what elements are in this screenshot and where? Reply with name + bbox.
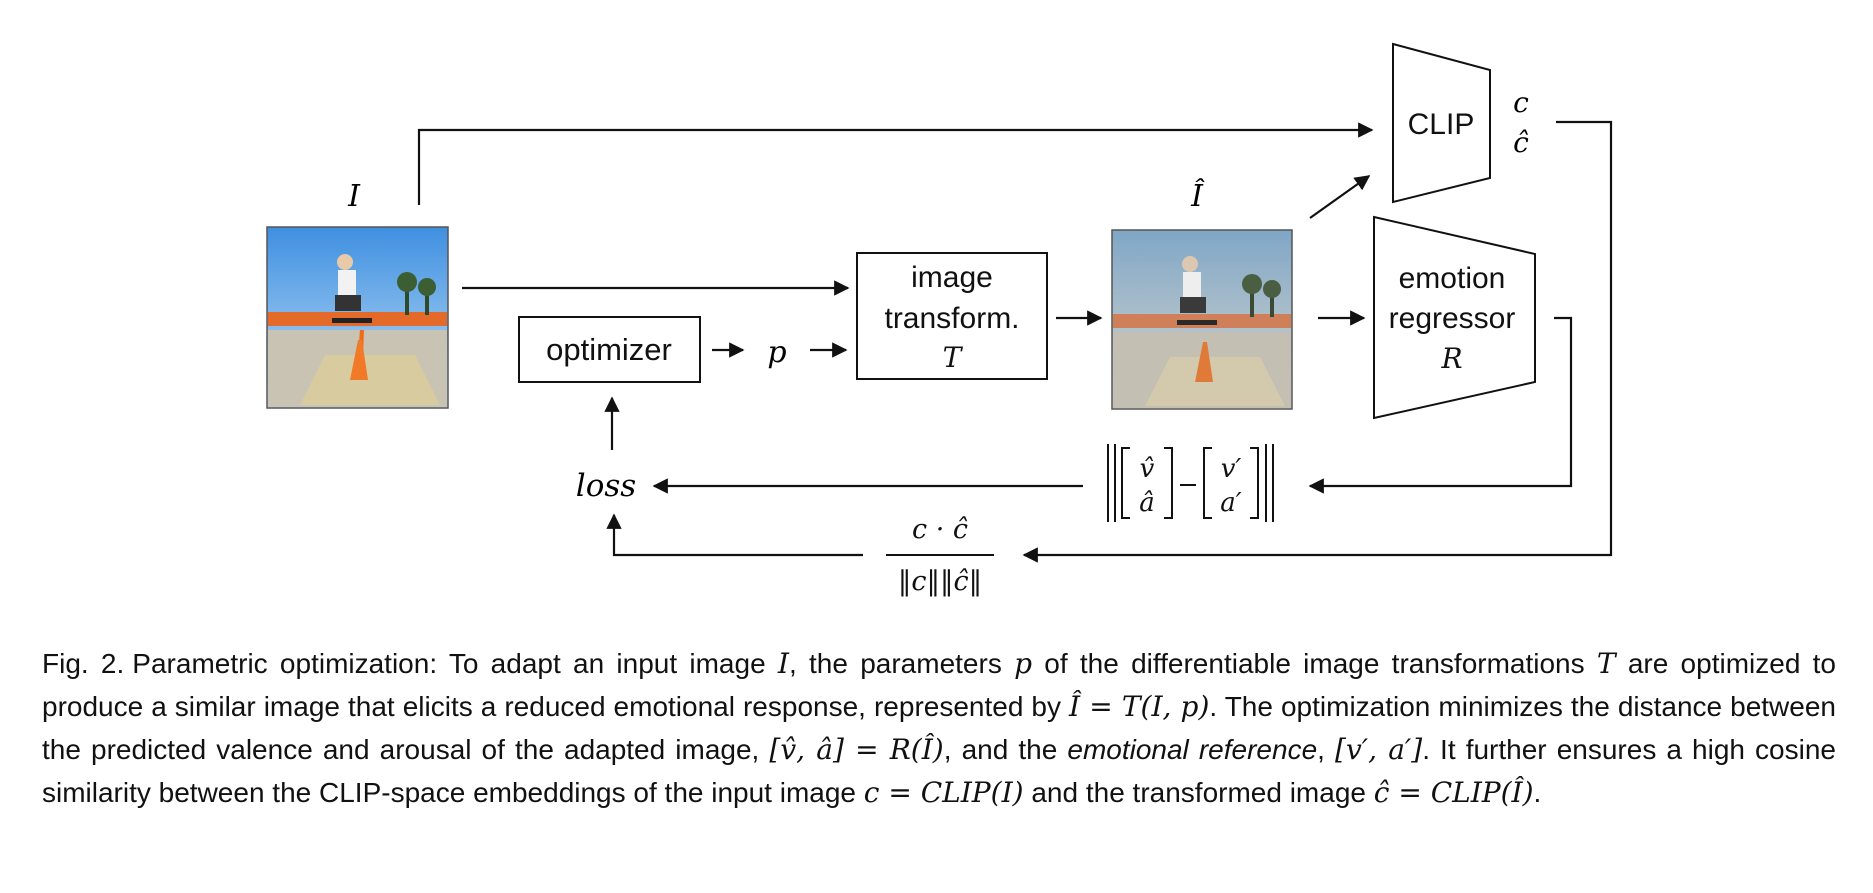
pred-valence: v̂ bbox=[1140, 454, 1155, 484]
arrow-output-to-clip bbox=[1309, 175, 1371, 219]
clip-label: CLIP bbox=[1408, 108, 1475, 141]
arrow-cosine-to-loss bbox=[606, 513, 863, 557]
caption-math: [v̂, â] = R(Î) bbox=[769, 733, 944, 766]
caption-math: c = CLIP(I) bbox=[863, 776, 1024, 809]
input-image bbox=[266, 226, 449, 409]
caption-math: [v′, a′] bbox=[1335, 733, 1423, 766]
caption-math: ĉ = CLIP(Î) bbox=[1373, 776, 1534, 809]
caption-text: are optimized to produce a similar image… bbox=[42, 648, 1837, 722]
optimizer-label: optimizer bbox=[546, 332, 672, 367]
param-label: p bbox=[767, 335, 786, 370]
caption-math: p bbox=[1014, 647, 1033, 680]
output-image-label: Î bbox=[1190, 178, 1205, 214]
figure-diagram: I Î optimizer p image transform. T CLIP … bbox=[266, 42, 1613, 597]
flow-arrows bbox=[417, 120, 1613, 563]
caption-text: Parametric optimization: To adapt an inp… bbox=[132, 648, 778, 679]
clip-output-c: c bbox=[1513, 86, 1529, 119]
pred-arousal: â bbox=[1139, 488, 1155, 518]
transform-box bbox=[856, 252, 1048, 380]
emotion-regressor bbox=[1373, 215, 1536, 420]
caption-text: . It further ensures a high cosine simil… bbox=[42, 734, 1836, 808]
caption-text: , and the bbox=[943, 734, 1068, 765]
loss-label: loss bbox=[576, 468, 636, 504]
clip-output-chat: ĉ bbox=[1513, 126, 1529, 159]
arrow-input-to-clip bbox=[417, 122, 1374, 205]
regressor-label-symbol: R bbox=[1440, 342, 1462, 375]
arrow-regressor-to-distance bbox=[1308, 316, 1573, 494]
output-image bbox=[1111, 229, 1293, 410]
caption-label: Fig. 2. bbox=[42, 648, 125, 679]
figure-caption: Fig. 2.Parametric optimization: To adapt… bbox=[42, 642, 1836, 814]
arrow-clip-to-cosine bbox=[1022, 120, 1613, 563]
cosine-expression: c · ĉ ‖c‖‖ĉ‖ bbox=[886, 514, 994, 597]
caption-text: and the transformed image bbox=[1023, 777, 1374, 808]
caption-text: , the parameters bbox=[788, 648, 1015, 679]
clip-encoder bbox=[1392, 42, 1491, 204]
caption-emphasis: emotional reference bbox=[1067, 734, 1318, 765]
regressor-label-line1: emotion bbox=[1399, 262, 1506, 295]
caption-text: . The optimization minimizes the distanc… bbox=[42, 691, 1836, 765]
caption-text: . bbox=[1533, 777, 1542, 808]
transform-label-line1: image bbox=[911, 261, 993, 294]
distance-expression: v̂ â v′ a′ bbox=[1107, 444, 1274, 522]
ref-arousal: a′ bbox=[1220, 488, 1242, 518]
transform-label-line2: transform. bbox=[884, 302, 1019, 335]
caption-math: T bbox=[1596, 647, 1616, 680]
caption-math: Î = T(I, p) bbox=[1069, 690, 1210, 723]
ref-valence: v′ bbox=[1221, 454, 1242, 484]
cosine-denominator: ‖c‖‖ĉ‖ bbox=[898, 566, 982, 597]
cosine-numerator: c · ĉ bbox=[912, 514, 968, 545]
input-image-label: I bbox=[347, 179, 361, 214]
regressor-label-line2: regressor bbox=[1389, 302, 1516, 335]
caption-text: of the differentiable image transformati… bbox=[1032, 648, 1597, 679]
transform-label-symbol: T bbox=[943, 341, 964, 374]
caption-math: I bbox=[777, 647, 789, 680]
optimizer-box bbox=[518, 316, 701, 383]
caption-text: , bbox=[1317, 734, 1336, 765]
